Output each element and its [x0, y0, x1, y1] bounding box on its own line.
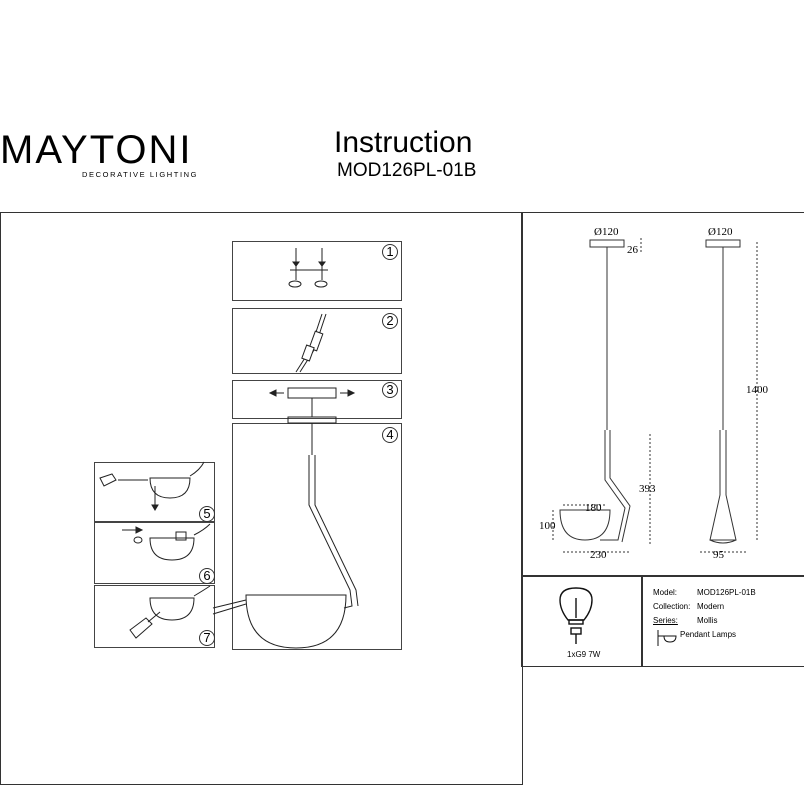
bulb-panel — [521, 575, 643, 667]
bulb-spec: 1xG9 7W — [567, 650, 601, 659]
step-box-6 — [94, 522, 215, 584]
step-number-3: 3 — [382, 382, 398, 398]
dim-canopy-height: 26 — [627, 244, 638, 256]
pendant-type-icon — [657, 630, 677, 646]
brand-tagline: DECORATIVE LIGHTING — [82, 170, 199, 179]
step7-install-icon — [129, 585, 211, 639]
step-number-7: 7 — [199, 630, 215, 646]
series-value: Mollis — [697, 616, 718, 625]
step-number-5: 5 — [199, 506, 215, 522]
canopy-icon — [268, 387, 356, 417]
dim-canopy-left: Ø120 — [594, 226, 619, 238]
step-number-4: 4 — [382, 427, 398, 443]
step-number-6: 6 — [199, 568, 215, 584]
dim-side-width: 95 — [713, 549, 724, 561]
dim-shade-width: 230 — [590, 549, 607, 561]
dimension-drawing-front — [700, 239, 758, 553]
step-number-1: 1 — [382, 244, 398, 260]
step-box-7 — [94, 585, 215, 648]
instruction-panel — [0, 212, 523, 785]
step5-shade-icon — [99, 461, 205, 511]
dim-stem-height: 393 — [639, 483, 656, 495]
model-value: MOD126PL-01B — [697, 588, 756, 597]
wire-connector-icon — [295, 313, 327, 373]
series-label: Series: — [653, 616, 678, 625]
step-number-2: 2 — [382, 313, 398, 329]
page-title: Instruction — [334, 126, 473, 159]
specs-panel — [641, 575, 804, 667]
brand-logo: MAYTONI — [0, 128, 193, 173]
step-box-2 — [232, 308, 402, 374]
brand-name: MAYTONI — [0, 128, 193, 172]
step6-bulb-icon — [122, 523, 211, 561]
collection-value: Modern — [697, 602, 725, 611]
dim-canopy-right: Ø120 — [708, 226, 733, 238]
dimensions-panel — [521, 212, 804, 577]
model-number: MOD126PL-01B — [337, 160, 477, 181]
collection-label: Collection: — [653, 602, 691, 611]
model-label: Model: — [653, 588, 678, 597]
bulb-icon — [559, 587, 593, 644]
dim-total-height: 1400 — [746, 384, 768, 396]
dim-shade-height: 100 — [539, 520, 556, 532]
step-box-3 — [232, 380, 402, 419]
screw-anchor-icon — [288, 248, 328, 288]
type-value: Pendant Lamps — [680, 630, 737, 639]
pendant-lamp-icon — [212, 416, 359, 649]
step-box-1 — [232, 241, 402, 301]
dim-shade-inner: 180 — [585, 502, 602, 514]
step-box-5 — [94, 462, 215, 522]
dimension-drawing-side — [552, 238, 651, 553]
